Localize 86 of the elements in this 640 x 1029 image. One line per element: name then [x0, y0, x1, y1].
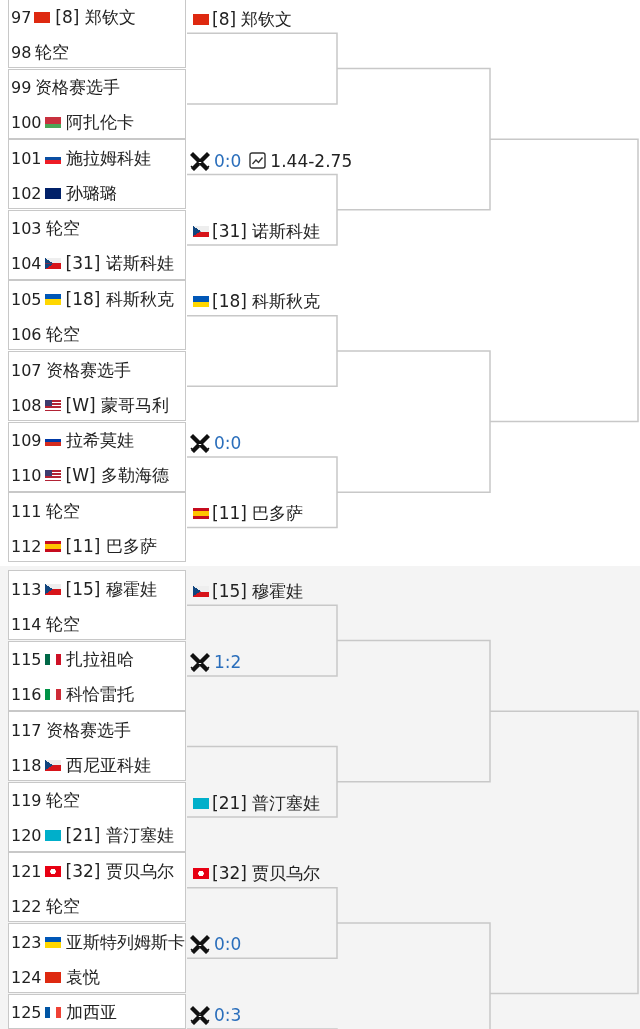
player-name: [8] 郑钦文: [55, 5, 136, 29]
player-name: 加西亚: [65, 1001, 117, 1025]
player-name: 轮空: [45, 894, 80, 918]
seed-number: 122: [11, 896, 42, 916]
player-name: 轮空: [45, 217, 80, 241]
seed-number: 112: [11, 536, 42, 556]
player-name: 西尼亚科娃: [65, 753, 151, 777]
player-name: [11] 巴多萨: [65, 534, 157, 558]
seed-number: 125: [11, 1003, 42, 1023]
seed-number: 121: [11, 861, 42, 881]
seed-number: 103: [11, 219, 42, 239]
seed-number: 105: [11, 289, 42, 309]
match-box: [8, 993, 186, 1029]
match-box: [8, 351, 186, 421]
player-name: [15] 穆霍娃: [65, 577, 157, 601]
match-box: [8, 280, 186, 351]
seed-number: 124: [11, 967, 42, 987]
seed-number: 107: [11, 360, 42, 380]
match-box: [8, 711, 186, 782]
match-box: [8, 640, 186, 711]
player-name: [18] 科斯秋克: [212, 290, 321, 314]
odds-text: 1.44-2.75: [270, 150, 353, 171]
player-name: 阿扎伦卡: [65, 111, 134, 135]
player-name: 科恰雷托: [65, 683, 134, 707]
seed-number: 113: [11, 579, 42, 599]
player-name: [32] 贾贝乌尔: [212, 862, 321, 886]
seed-number: 110: [11, 466, 42, 486]
score-text: 1:2: [214, 651, 242, 672]
player-name: [11] 巴多萨: [212, 502, 304, 525]
player-name: [18] 科斯秋克: [65, 287, 174, 311]
player-name: 轮空: [45, 789, 80, 813]
seed-number: 111: [11, 501, 42, 521]
match-box: [8, 68, 186, 139]
seed-number: 106: [11, 324, 42, 344]
match-box: [8, 570, 186, 640]
player-name: 扎拉祖哈: [65, 648, 134, 672]
player-name: [31] 诺斯科娃: [212, 219, 321, 243]
seed-number: 97: [11, 7, 32, 27]
player-name: 轮空: [45, 612, 80, 636]
seed-number: 108: [11, 395, 42, 415]
player-name: [8] 郑钦文: [212, 7, 293, 31]
player-name: 资格赛选手: [45, 718, 131, 742]
player-name: 轮空: [45, 499, 80, 523]
player-name: 亚斯特列姆斯卡: [65, 930, 185, 954]
player-name: 袁悦: [65, 965, 100, 989]
player-name: 拉希莫娃: [65, 429, 134, 453]
score-text: 0:0: [214, 150, 242, 171]
match-box: [8, 781, 186, 852]
seed-number: 102: [11, 183, 42, 203]
seed-number: 120: [11, 826, 42, 846]
player-name: 施拉姆科娃: [65, 146, 151, 170]
match-box: [8, 852, 186, 923]
player-name: [21] 普汀塞娃: [212, 791, 321, 815]
seed-number: 100: [11, 113, 42, 133]
seed-number: 119: [11, 791, 42, 811]
player-name: [W] 多勒海德: [65, 464, 170, 488]
player-name: 资格赛选手: [35, 76, 121, 100]
player-name: 轮空: [35, 40, 70, 64]
match-box: [8, 209, 186, 280]
seed-number: 104: [11, 254, 42, 274]
seed-number: 123: [11, 932, 42, 952]
seed-number: 116: [11, 685, 42, 705]
player-name: [21] 普汀塞娃: [65, 824, 174, 848]
score-text: 0:0: [214, 934, 242, 955]
match-box: [8, 492, 186, 563]
score-text: 0:3: [214, 1004, 242, 1025]
match-box: [8, 923, 186, 993]
match-box: [8, 421, 186, 492]
seed-number: 99: [11, 78, 32, 98]
seed-number: 115: [11, 650, 42, 670]
score-text: 0:0: [214, 432, 242, 453]
seed-number: 118: [11, 755, 42, 775]
seed-number: 109: [11, 431, 42, 451]
seed-number: 114: [11, 614, 42, 634]
seed-number: 117: [11, 720, 42, 740]
seed-number: 101: [11, 148, 42, 168]
player-name: [31] 诺斯科娃: [65, 252, 174, 276]
match-box: [8, 0, 186, 68]
player-name: [W] 蒙哥马利: [65, 393, 170, 417]
player-name: [32] 贾贝乌尔: [65, 859, 174, 883]
match-box: [8, 139, 186, 210]
seed-number: 98: [11, 42, 32, 62]
player-name: 轮空: [45, 322, 80, 346]
player-name: 孙璐璐: [65, 181, 117, 205]
player-name: [15] 穆霍娃: [212, 579, 304, 603]
player-name: 资格赛选手: [45, 358, 131, 382]
